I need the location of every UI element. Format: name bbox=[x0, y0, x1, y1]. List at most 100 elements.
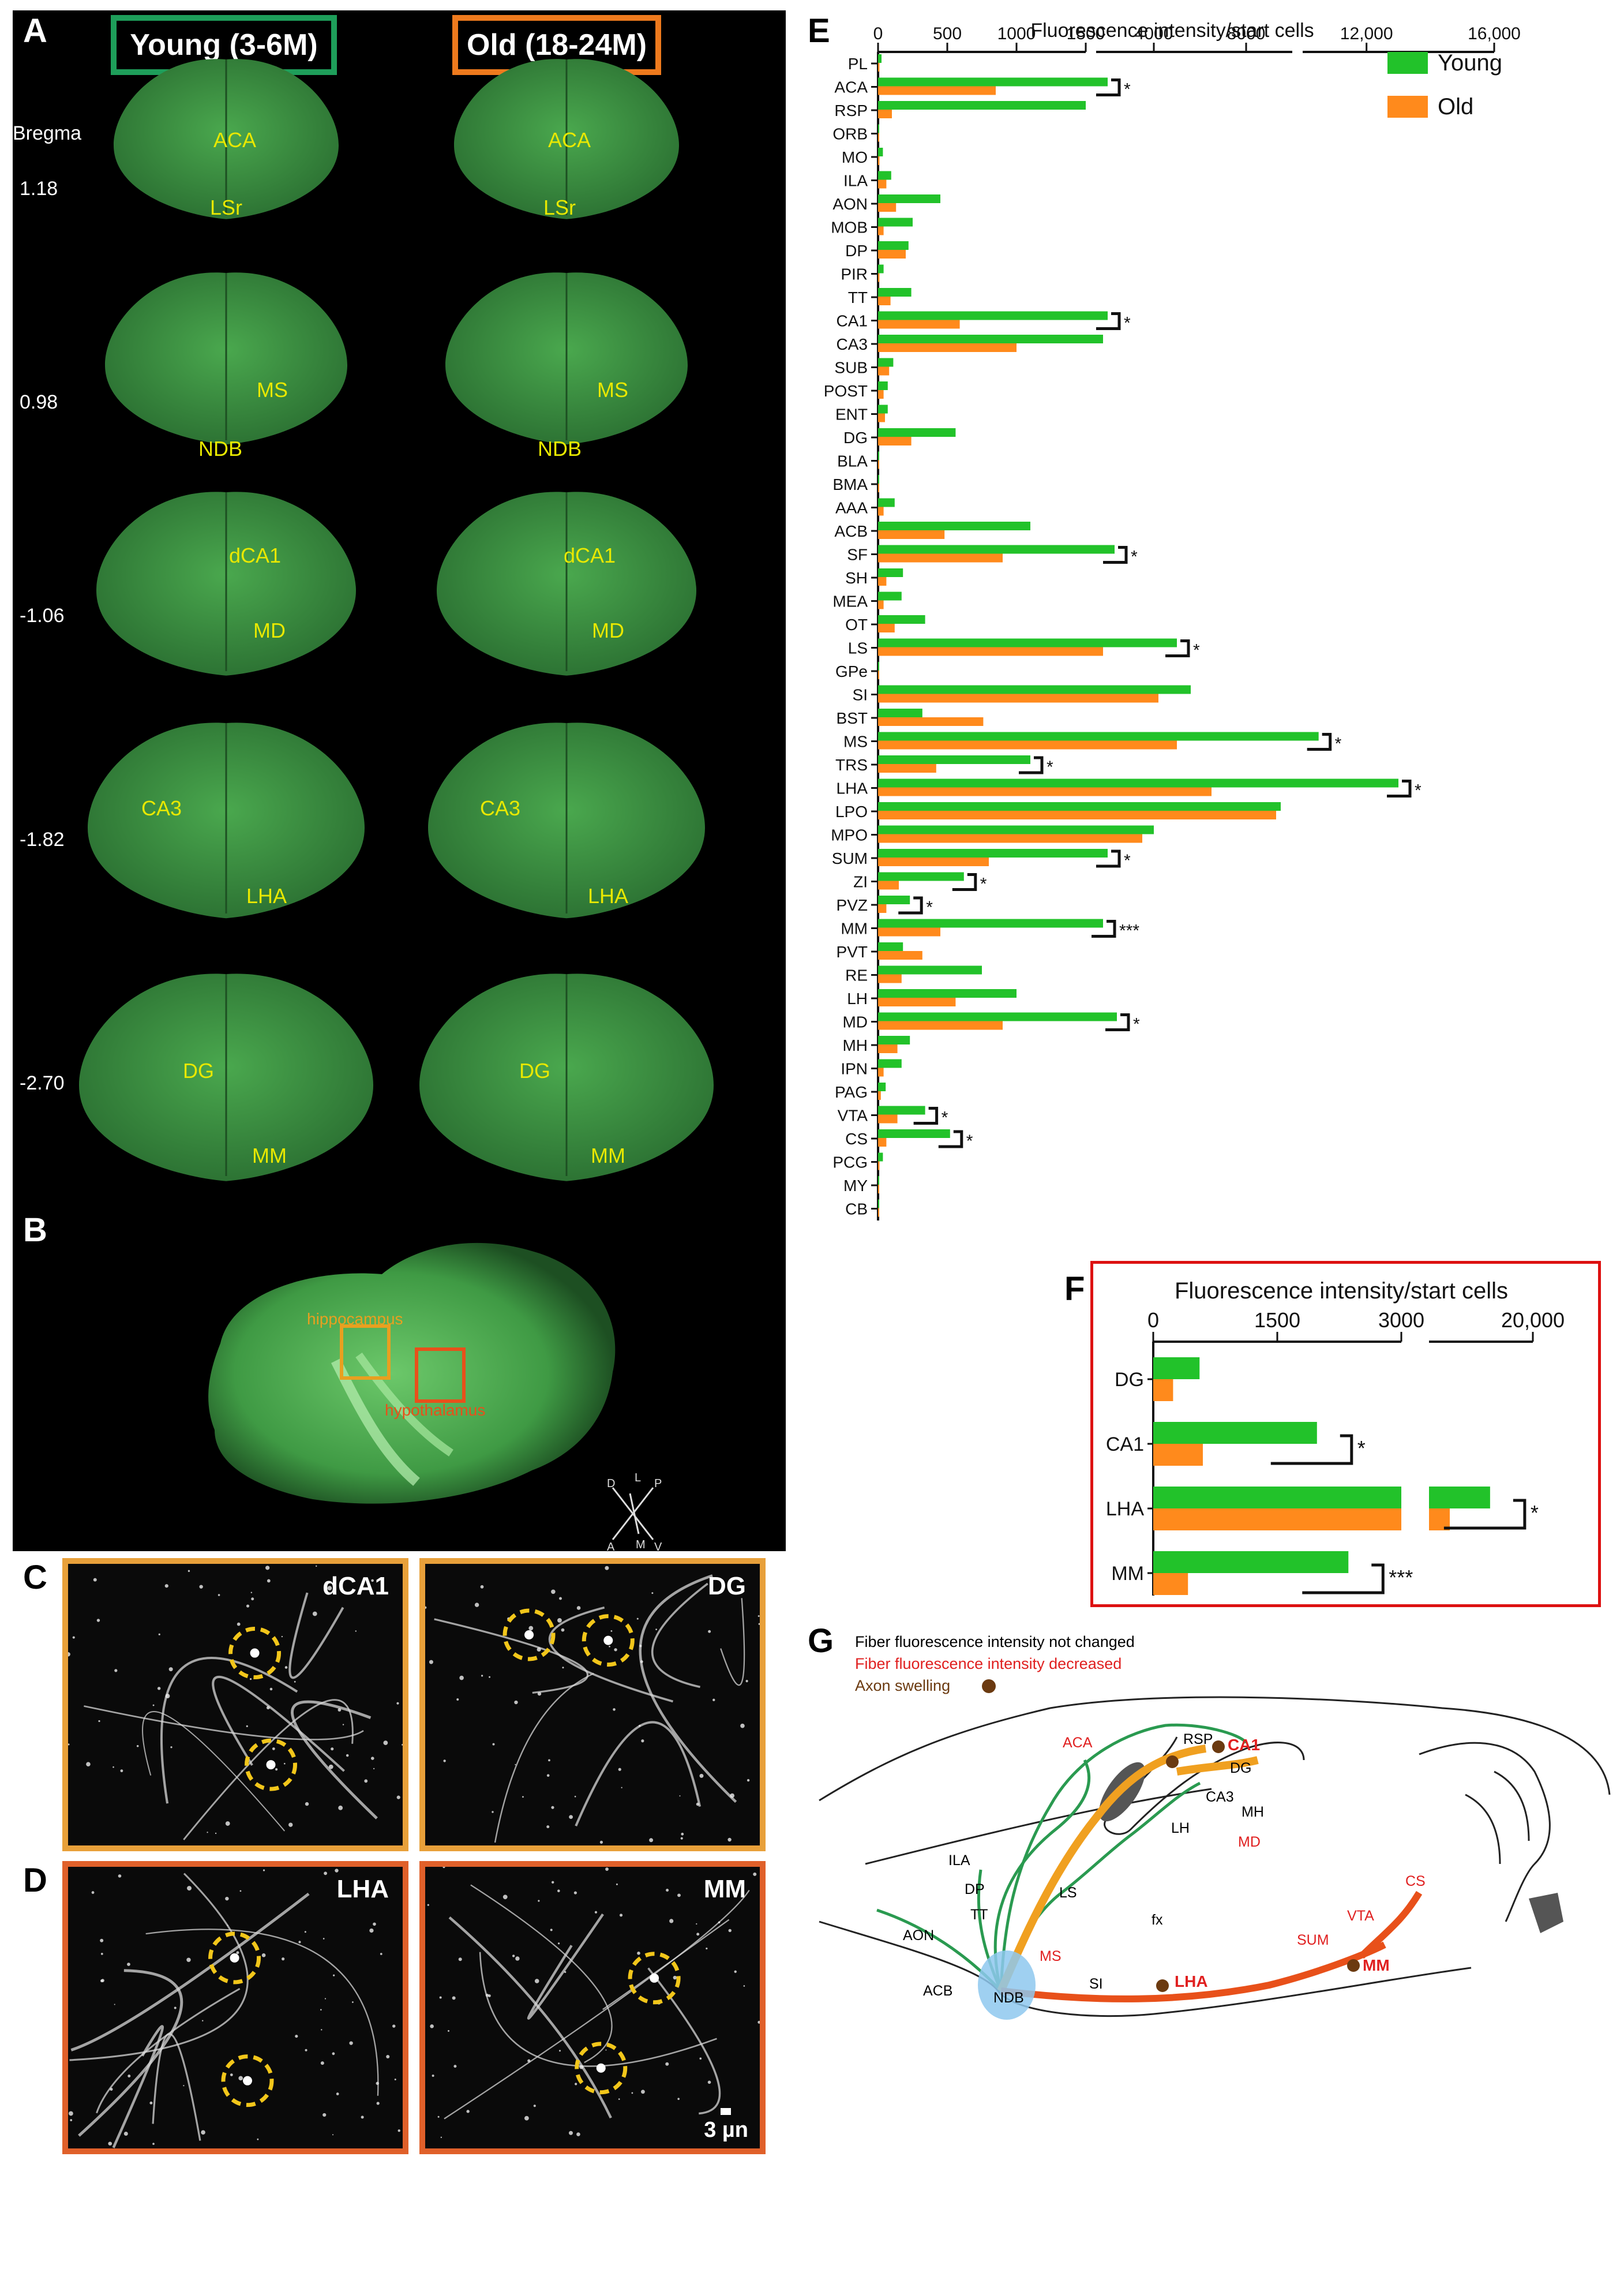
fluorescent-puncta bbox=[561, 1628, 565, 1632]
fluorescent-puncta bbox=[262, 1869, 265, 1871]
significance-marker: * bbox=[1047, 758, 1053, 777]
axon-swelling bbox=[603, 1635, 613, 1645]
fluorescent-puncta bbox=[639, 1645, 642, 1648]
fluorescent-puncta bbox=[312, 1611, 317, 1616]
fiber bbox=[84, 1705, 364, 1740]
fiber bbox=[434, 1618, 589, 1694]
region-label-ndb: NDB bbox=[537, 437, 582, 461]
category-label: SI bbox=[853, 686, 868, 704]
region-label-lha: LHA bbox=[246, 884, 287, 908]
fluorescent-puncta bbox=[338, 1805, 343, 1810]
fiber-image bbox=[69, 1869, 400, 2148]
category-label: MD bbox=[842, 1013, 868, 1031]
fluorescent-puncta bbox=[186, 1957, 191, 1962]
fluorescent-puncta bbox=[225, 1821, 230, 1826]
fluorescent-puncta bbox=[534, 1979, 539, 1983]
fluorescent-puncta bbox=[680, 1837, 683, 1840]
fluorescent-puncta bbox=[677, 1893, 681, 1897]
panel-b: B hippocampus hypothalamus D L P A M V bbox=[13, 1211, 786, 1551]
fluorescent-puncta bbox=[250, 1592, 253, 1593]
fluorescent-puncta bbox=[369, 1928, 374, 1933]
category-label: CB bbox=[845, 1200, 868, 1218]
swelling-circle-icon bbox=[245, 1738, 298, 1791]
bar-old bbox=[878, 366, 890, 376]
category-label: DG bbox=[843, 429, 868, 447]
fluorescent-puncta bbox=[165, 1694, 170, 1698]
category-label: MM bbox=[841, 920, 868, 938]
bar-young bbox=[878, 288, 912, 297]
bar-old bbox=[1153, 1573, 1188, 1595]
bar-young bbox=[878, 1036, 910, 1044]
significance-bracket bbox=[1096, 849, 1121, 868]
bar-young bbox=[878, 1083, 886, 1091]
fluorescent-puncta bbox=[332, 2052, 335, 2056]
category-label: AON bbox=[832, 195, 868, 213]
significance-bracket bbox=[938, 1130, 963, 1148]
fluorescent-puncta bbox=[605, 2049, 607, 2051]
bar-old bbox=[878, 437, 912, 445]
region-label-md: MD bbox=[253, 619, 286, 642]
fiber bbox=[78, 1969, 183, 2137]
fluorescent-puncta bbox=[304, 1931, 306, 1933]
significance-bracket bbox=[1092, 920, 1116, 938]
fluorescent-puncta bbox=[558, 1597, 562, 1600]
bar-old bbox=[878, 600, 884, 609]
category-label: LS bbox=[848, 639, 868, 657]
significance-bracket bbox=[1103, 546, 1128, 564]
bar-old bbox=[878, 530, 945, 539]
region-label-ca3: CA3 bbox=[479, 796, 521, 820]
bregma-value: -1.82 bbox=[20, 829, 65, 851]
fluorescent-puncta bbox=[641, 1739, 644, 1743]
bar-old bbox=[878, 460, 879, 469]
category-label: PL bbox=[848, 55, 868, 73]
category-label: AAA bbox=[835, 499, 868, 517]
significance-marker: * bbox=[966, 1132, 973, 1151]
panel-g: G Fiber fluorescence intensity not chang… bbox=[808, 1622, 1615, 2291]
fluorescent-puncta bbox=[127, 2074, 131, 2077]
fluorescent-puncta bbox=[522, 1796, 524, 1798]
micrograph-label: dCA1 bbox=[322, 1572, 389, 1600]
fluorescent-puncta bbox=[745, 1680, 748, 1683]
fluorescent-puncta bbox=[568, 2131, 573, 2135]
fluorescent-puncta bbox=[364, 1779, 368, 1783]
x-tick-label: 16,000 bbox=[1468, 24, 1521, 43]
swelling-circle-icon bbox=[221, 2054, 274, 2107]
fluorescent-puncta bbox=[708, 1630, 711, 1633]
fluorescent-puncta bbox=[207, 1832, 208, 1833]
bar-old bbox=[878, 179, 887, 189]
fluorescent-puncta bbox=[261, 1953, 266, 1957]
significance-bracket bbox=[1165, 639, 1190, 657]
fluorescent-puncta bbox=[110, 2087, 113, 2091]
bar-young bbox=[878, 311, 1108, 320]
fluorescent-puncta bbox=[489, 1676, 491, 1678]
fiber bbox=[651, 1582, 708, 1689]
fluorescent-puncta bbox=[187, 1570, 190, 1573]
region-label-ca3: CA3 bbox=[141, 796, 182, 820]
coronal-sections bbox=[79, 59, 714, 1181]
fluorescent-puncta bbox=[346, 1754, 349, 1757]
fluorescent-puncta bbox=[237, 1622, 241, 1626]
ndb-region bbox=[978, 1950, 1036, 2020]
bar-old bbox=[878, 834, 1142, 843]
fluorescent-puncta bbox=[637, 1951, 640, 1955]
swelling-circle-icon bbox=[208, 1931, 261, 1985]
fluorescent-puncta bbox=[576, 2132, 580, 2136]
bar-young bbox=[878, 335, 1103, 343]
bar-old bbox=[878, 63, 880, 72]
fluorescent-puncta bbox=[86, 1762, 91, 1766]
bar-young bbox=[878, 965, 982, 975]
fluorescent-puncta bbox=[618, 1768, 621, 1771]
fluorescent-puncta bbox=[576, 1606, 581, 1610]
whole-brain-image bbox=[208, 1242, 654, 1540]
fluorescent-puncta bbox=[699, 2057, 702, 2060]
fluorescent-puncta bbox=[439, 1996, 442, 1999]
x-tick-label: 0 bbox=[1147, 1308, 1159, 1332]
fluorescent-puncta bbox=[324, 1871, 328, 1875]
fluorescent-puncta bbox=[443, 1759, 446, 1762]
panel-letter-g: G bbox=[808, 1622, 834, 1660]
micrograph-dca1: dCA1 bbox=[62, 1558, 408, 1851]
fluorescent-puncta bbox=[68, 1652, 70, 1657]
fluorescent-puncta bbox=[537, 1647, 541, 1652]
fluorescent-puncta bbox=[557, 1889, 560, 1893]
bar-old bbox=[878, 203, 897, 212]
